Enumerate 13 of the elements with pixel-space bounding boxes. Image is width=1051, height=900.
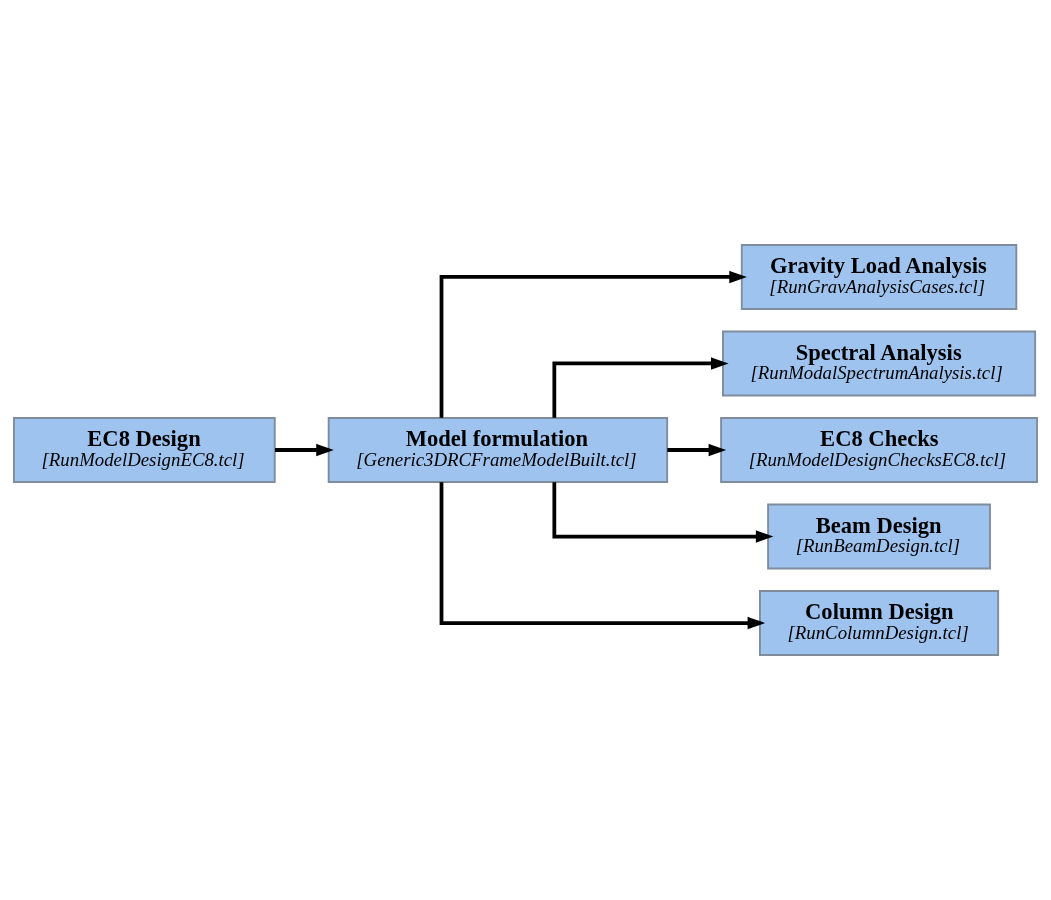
arrow	[552, 357, 729, 418]
node-box: Beam Design [RunBeamDesign.tcl]	[767, 503, 991, 570]
node-box: Spectral Analysis [RunModalSpectrumAnalysis.tcl]	[722, 330, 1037, 397]
node-box: Model formulation [Generic3DRCFrameModelBuilt.tcl]	[327, 417, 669, 483]
arrow	[439, 482, 766, 630]
arrow	[275, 443, 334, 457]
node-box: Column Design [RunColumnDesign.tcl]	[759, 590, 1000, 656]
node-box: EC8 Design [RunModelDesignEC8.tcl]	[13, 417, 276, 483]
node-box: EC8 Checks [RunModelDesignChecksEC8.tcl]	[720, 417, 1038, 483]
arrow	[667, 443, 727, 457]
arrow	[439, 270, 747, 418]
arrow	[552, 482, 774, 543]
node-box: Gravity Load Analysis [RunGravAnalysisCases.tcl]	[740, 244, 1018, 310]
